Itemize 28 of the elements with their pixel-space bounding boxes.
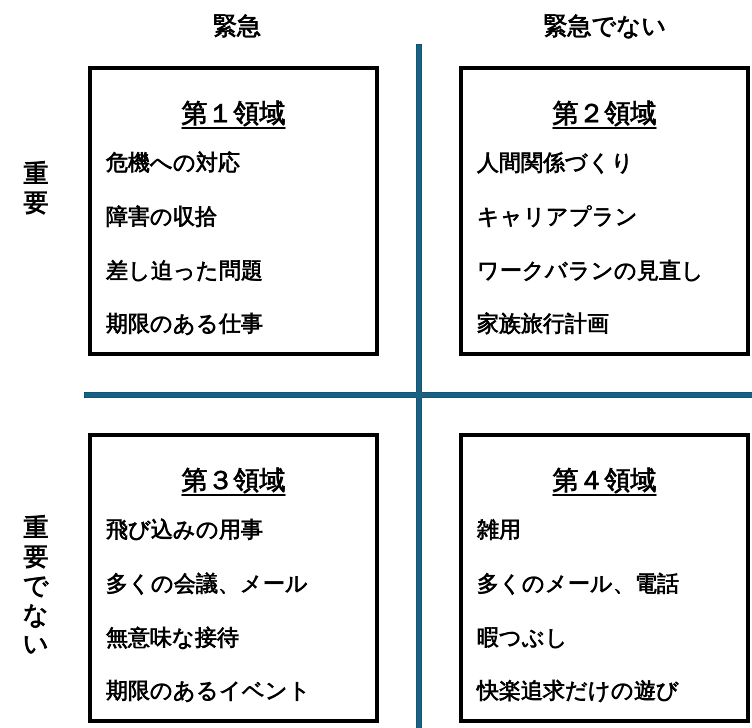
list-item: 人間関係づくり <box>477 150 634 178</box>
list-item: 差し迫った問題 <box>106 258 263 286</box>
quadrant-heading: 第２領域 <box>552 99 656 129</box>
quadrant-heading: 第１領域 <box>182 99 286 129</box>
row-heading: 重要 <box>23 159 49 217</box>
list-item: 期限のあるイベント <box>106 678 311 706</box>
quadrant-heading: 第４領域 <box>552 466 656 496</box>
list-item: 快楽追求だけの遊び <box>477 678 679 706</box>
list-item: 雑用 <box>477 517 521 545</box>
list-item: 家族旅行計画 <box>477 311 609 339</box>
list-item: 障害の収拾 <box>106 204 217 232</box>
quadrant-box <box>459 66 750 356</box>
row-heading: 重要でない <box>23 512 49 658</box>
list-item: 無意味な接待 <box>106 625 239 653</box>
column-heading: 緊急でない <box>544 11 666 41</box>
list-item: 多くのメール、電話 <box>477 571 679 599</box>
list-item: 飛び込みの用事 <box>106 517 263 545</box>
list-item: 期限のある仕事 <box>106 311 263 339</box>
quadrant-heading: 第３領域 <box>182 466 286 496</box>
list-item: ワークバランの見直し <box>477 258 704 286</box>
list-item: 危機への対応 <box>106 150 240 178</box>
list-item: 暇つぶし <box>477 625 568 653</box>
quadrant-box <box>88 433 379 723</box>
list-item: 多くの会議、メール <box>106 571 308 599</box>
list-item: キャリアプラン <box>477 204 638 232</box>
column-heading: 緊急 <box>213 11 261 41</box>
quadrant-box <box>88 66 379 356</box>
quadrant-box <box>459 433 750 723</box>
